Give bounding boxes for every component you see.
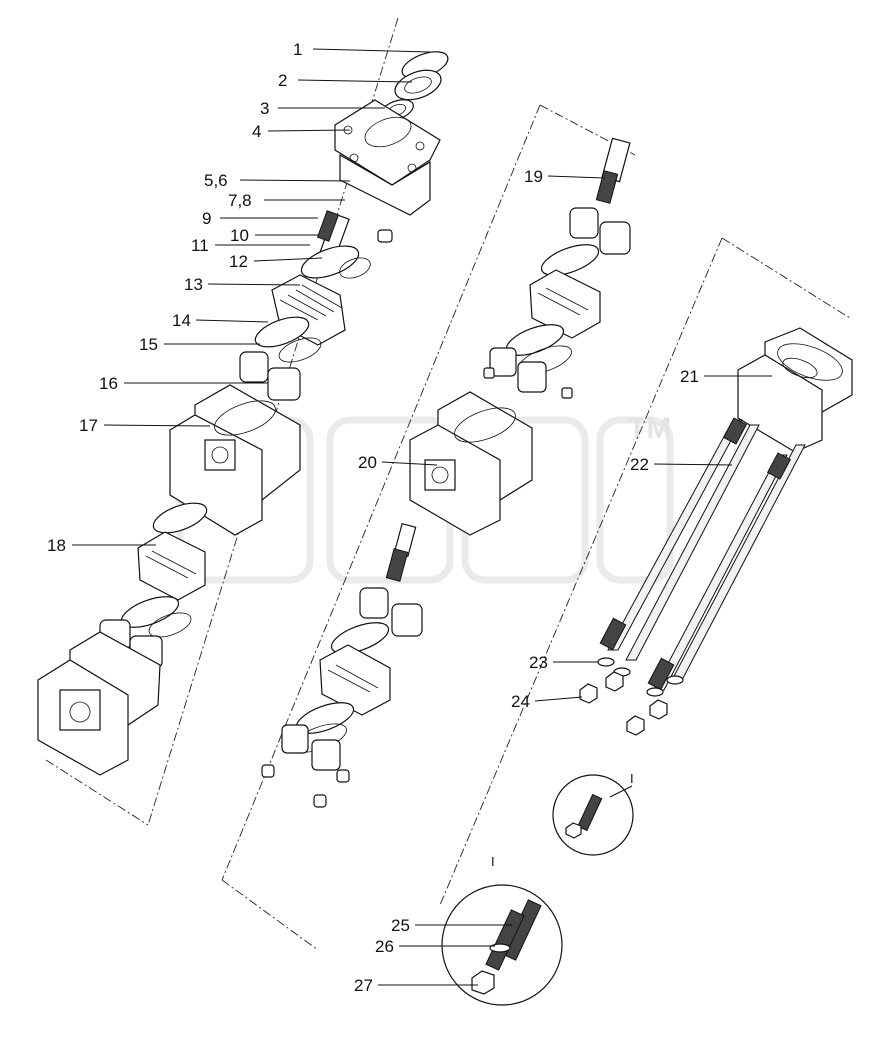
detail-view-small: I — [552, 771, 634, 856]
front-thrust-plate — [300, 245, 371, 279]
callout-26: 26 — [375, 937, 394, 956]
coupling-shaft-20 — [385, 522, 417, 582]
callout-23: 23 — [529, 653, 548, 672]
callout-9: 9 — [202, 209, 211, 228]
callout-7-8: 7,8 — [228, 191, 252, 210]
callout-3: 3 — [260, 99, 269, 118]
callout-24: 24 — [511, 692, 530, 711]
detail-marker-large: I — [491, 854, 495, 869]
front-cover — [334, 99, 441, 216]
end-cover — [737, 327, 853, 453]
callout-5-6: 5,6 — [204, 171, 228, 190]
rear-thrust-plate — [254, 316, 322, 363]
callout-10: 10 — [230, 226, 249, 245]
nuts — [579, 671, 668, 736]
middle-gear-set — [120, 502, 208, 638]
callout-4: 4 — [252, 122, 261, 141]
callout-25: 25 — [391, 916, 410, 935]
pump-body-2 — [409, 391, 533, 536]
left-stack — [37, 51, 449, 776]
middle-stack — [261, 137, 631, 808]
bearing — [394, 69, 442, 101]
callout-13: 13 — [184, 275, 203, 294]
bushings — [239, 351, 301, 401]
end-cover-assembly — [579, 327, 853, 736]
callout-20: 20 — [358, 453, 377, 472]
callout-14: 14 — [172, 311, 191, 330]
callout-16: 16 — [99, 374, 118, 393]
callout-2: 2 — [278, 71, 287, 90]
coupling-shaft-19 — [595, 137, 631, 204]
callout-19: 19 — [524, 167, 543, 186]
callouts: 1 2 3 4 5,6 7,8 9 10 11 12 13 14 15 16 1… — [47, 40, 772, 995]
callout-17: 17 — [79, 416, 98, 435]
watermark-tm: TM — [628, 412, 671, 445]
callout-21: 21 — [680, 367, 699, 386]
callout-12: 12 — [229, 252, 248, 271]
callout-18: 18 — [47, 536, 66, 555]
callout-27: 27 — [354, 976, 373, 995]
tie-rods — [599, 417, 806, 691]
rear-cover — [37, 619, 163, 776]
callout-11: 11 — [191, 236, 209, 255]
callout-22: 22 — [630, 455, 649, 474]
detail-view-large: I — [441, 854, 563, 1006]
callout-1: 1 — [293, 40, 302, 59]
detail-marker-small: I — [630, 771, 634, 786]
callout-15: 15 — [139, 335, 158, 354]
washers — [597, 657, 684, 697]
